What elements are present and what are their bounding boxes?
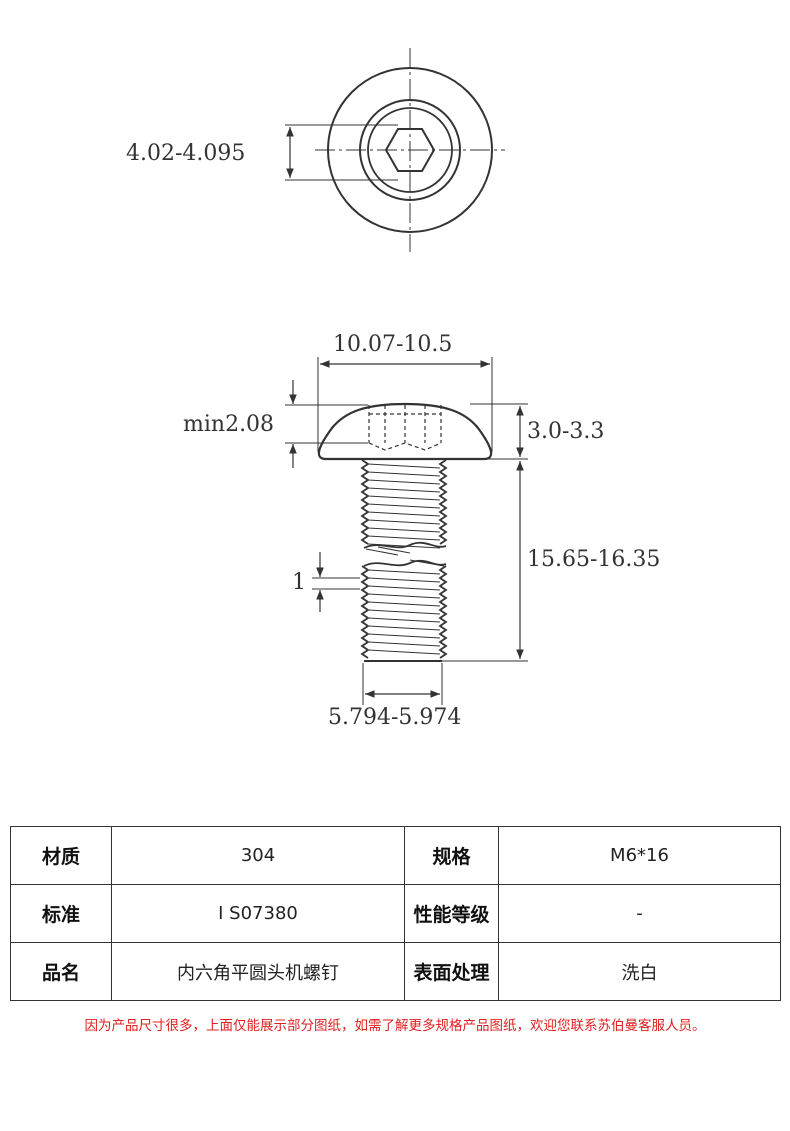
thread-crest-line	[367, 463, 441, 469]
break-line-top	[363, 541, 447, 549]
socket-circle	[367, 107, 453, 193]
grade-value: -	[498, 884, 781, 943]
thread-crest-line	[367, 471, 441, 477]
product-name-value: 内六角平圆头机螺钉	[111, 942, 405, 1001]
table-row: 标准 I S07380 性能等级 -	[10, 884, 781, 943]
thread-crest-line	[367, 487, 441, 493]
head-outer-circle	[327, 67, 493, 233]
screw-head	[317, 402, 493, 461]
thread-crest-line	[367, 633, 441, 639]
thread-profile	[438, 459, 448, 545]
thread-crest-line	[367, 503, 441, 509]
thread-crest-line	[367, 527, 441, 533]
thread-crest-line	[367, 649, 441, 655]
thread-profile	[438, 565, 448, 659]
disclaimer-note: 因为产品尺寸很多，上面仅能展示部分图纸，如需了解更多规格产品图纸，欢迎您联系苏伯…	[84, 1018, 706, 1034]
thread-dia-label: 5.794-5.974	[328, 705, 461, 730]
material-value: 304	[111, 826, 405, 885]
standard-label: 标准	[10, 884, 112, 943]
head-height-label: 3.0-3.3	[527, 419, 604, 444]
thread-crest-line	[367, 569, 441, 575]
spec-label: 规格	[404, 826, 499, 885]
thread-crest-line	[367, 625, 441, 631]
thread-crest-line	[367, 535, 441, 541]
thread-crest-line	[367, 495, 441, 501]
thread-profile	[360, 459, 370, 545]
table-row: 材质 304 规格 M6*16	[10, 826, 781, 885]
socket-hidden-lines	[368, 405, 442, 451]
thread-crest-line	[367, 511, 441, 517]
spec-value: M6*16	[498, 826, 781, 885]
head-width-label: 10.07-10.5	[333, 332, 452, 357]
top-view	[285, 48, 505, 252]
product-name-label: 品名	[10, 942, 112, 1001]
hex-dim-label: 4.02-4.095	[126, 141, 245, 166]
pitch-label: 1	[292, 570, 306, 595]
head-inner-circle	[359, 99, 461, 201]
thread-crest-line	[367, 585, 441, 591]
technical-drawing: 4.02-4.095	[126, 48, 660, 730]
grade-label: 性能等级	[404, 884, 499, 943]
thread-profile	[360, 565, 370, 659]
socket-depth-label: min2.08	[183, 412, 274, 437]
length-label: 15.65-16.35	[527, 547, 660, 572]
thread-crest-line	[367, 519, 441, 525]
table-row: 品名 内六角平圆头机螺钉 表面处理 洗白	[10, 942, 781, 1001]
thread-crest-line	[367, 641, 441, 647]
thread-crest-line	[367, 601, 441, 607]
spec-table: 材质 304 规格 M6*16 标准 I S07380 性能等级 - 品名 内六…	[10, 826, 781, 1001]
surface-value: 洗白	[498, 942, 781, 1001]
surface-label: 表面处理	[404, 942, 499, 1001]
break-line-bottom	[363, 559, 447, 567]
thread-upper	[360, 459, 448, 549]
standard-value: I S07380	[111, 884, 405, 943]
thread-crest-line	[367, 593, 441, 599]
material-label: 材质	[10, 826, 112, 885]
thread-crest-line	[367, 609, 441, 615]
thread-lower	[360, 565, 448, 662]
side-view	[285, 357, 528, 705]
thread-crest-line	[367, 479, 441, 485]
hex-socket	[384, 128, 436, 172]
thread-crest-line	[367, 617, 441, 623]
thread-crest-line	[367, 577, 441, 583]
